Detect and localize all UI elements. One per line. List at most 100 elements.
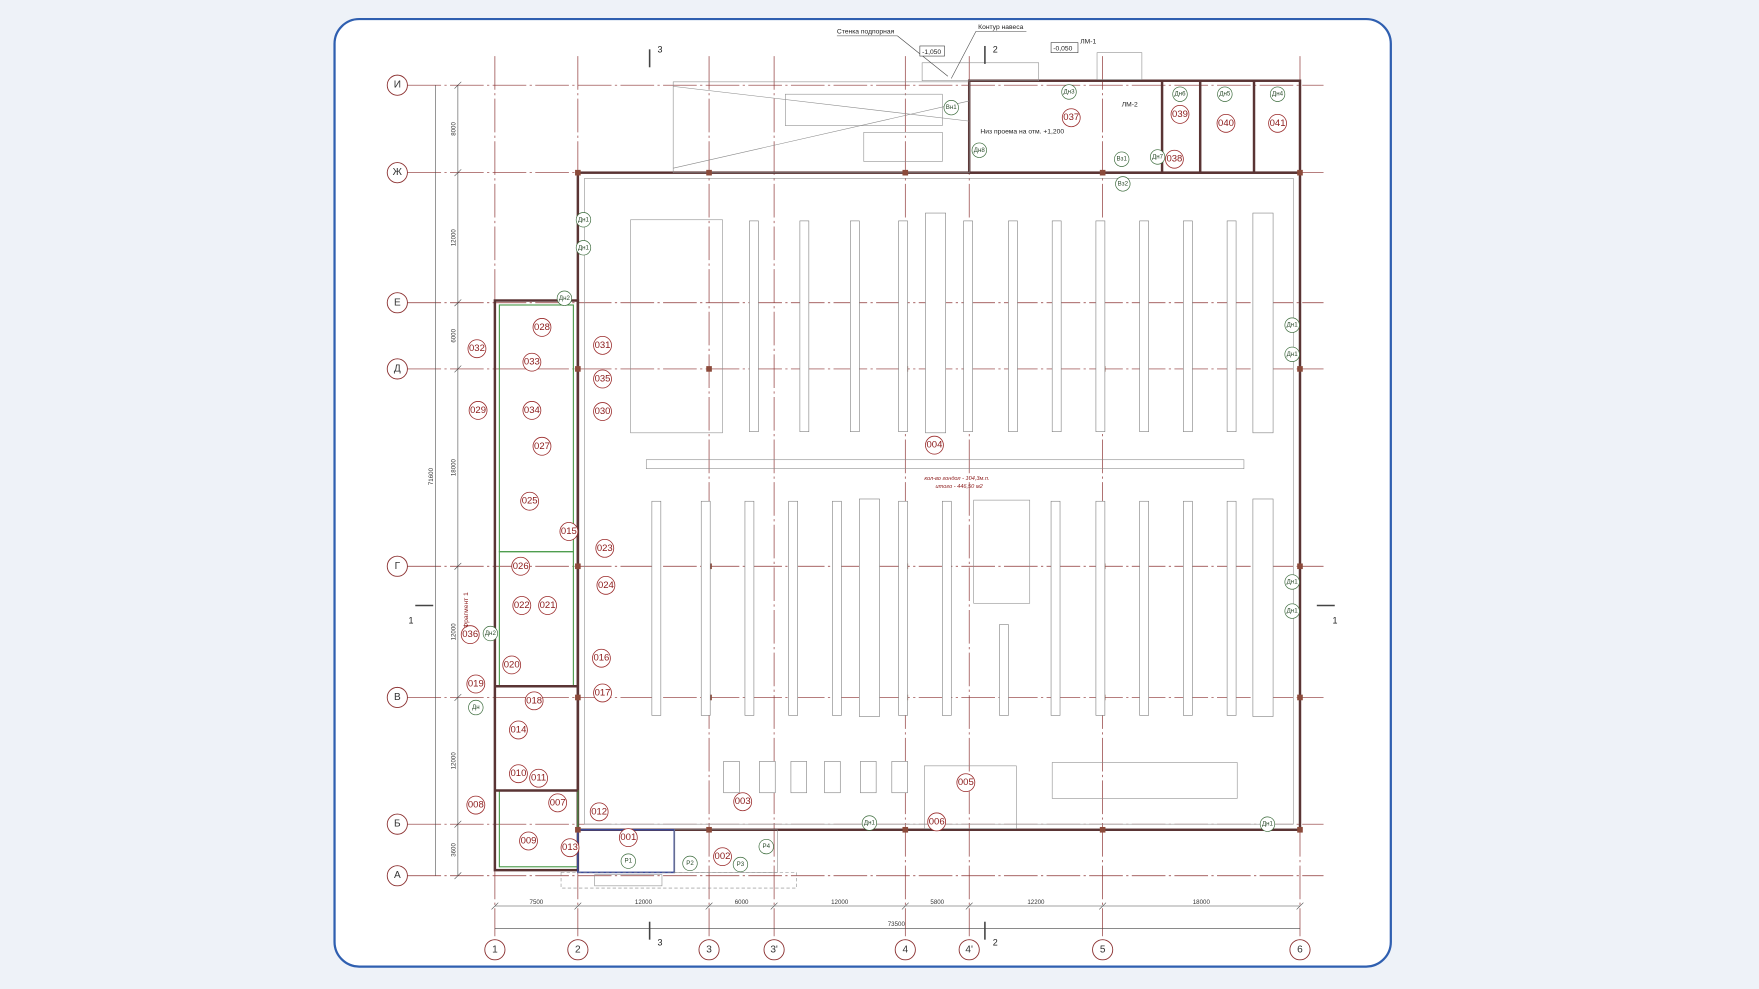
- shelving-rack: [1252, 212, 1274, 434]
- door-tag-label: Дн2: [485, 630, 497, 637]
- column-axis-label: 3': [770, 944, 778, 955]
- shelving-rack: [1226, 220, 1237, 432]
- structural-column: [575, 826, 581, 833]
- structural-column: [1297, 366, 1303, 372]
- room-number-label: 019: [468, 679, 484, 690]
- section-mark-1-left: 1: [409, 615, 414, 625]
- door-tag: Дн1: [1284, 574, 1300, 590]
- door-tag-label: Дн8: [974, 147, 986, 154]
- door-tag-label: Дн5: [1219, 91, 1231, 98]
- room-number: 040: [1216, 113, 1236, 133]
- structural-column: [902, 169, 909, 176]
- structural-column: [1297, 694, 1303, 701]
- level-mark-2: -0,050: [1053, 45, 1072, 52]
- shelving-rack: [1139, 500, 1149, 716]
- column-axis-bubble: 2: [567, 939, 589, 961]
- door-tag-label: Дн1: [1287, 578, 1299, 585]
- room-number-label: 015: [561, 526, 577, 537]
- room-number: 011: [529, 768, 548, 788]
- room-number: 012: [589, 802, 609, 822]
- room-number-label: 009: [521, 835, 537, 846]
- shelving-rack: [1008, 220, 1018, 432]
- door-tag-label: Дн2: [559, 295, 571, 302]
- shelving-rack: [1252, 498, 1274, 717]
- room-number-label: 039: [1172, 109, 1188, 120]
- column-axis-bubble: 5: [1092, 939, 1114, 961]
- shelving-rack: [788, 500, 798, 716]
- room-number-label: 005: [958, 777, 974, 788]
- door-tag-label: Дн1: [578, 216, 590, 223]
- structural-column: [706, 366, 712, 372]
- room-number: 026: [511, 556, 531, 576]
- room-number-label: 040: [1218, 118, 1234, 129]
- retaining-wall-label: Стенка подпорная: [837, 29, 895, 36]
- room-number-label: 003: [735, 796, 751, 807]
- column-axis-bubble: 6: [1289, 939, 1311, 961]
- checkout-counter: [759, 761, 776, 794]
- room-number: 017: [593, 683, 612, 703]
- shelving-rack: [651, 500, 662, 716]
- door-tag-label: Р2: [686, 860, 694, 867]
- row-axis-bubble: Ж: [386, 162, 408, 184]
- door-tag: Дн7: [1149, 149, 1166, 165]
- level-mark-1: -1,050: [922, 49, 941, 56]
- shelving-rack: [700, 500, 711, 716]
- section-mark-1-right: 1: [1333, 615, 1338, 625]
- column-axis-label: 3: [706, 944, 712, 955]
- shelving-rack: [832, 500, 842, 716]
- door-tag: Дн3: [1061, 84, 1077, 100]
- room-number: 032: [467, 339, 487, 359]
- shelving-rack: [963, 220, 973, 432]
- section-mark-3-bottom: 3: [657, 937, 662, 947]
- room-number-label: 007: [550, 797, 566, 808]
- room-number-label: 002: [715, 851, 731, 862]
- horizontal-total-dimension: 73500: [888, 921, 906, 928]
- room-number: 018: [524, 691, 544, 711]
- shelving-rack: [859, 498, 880, 717]
- door-tag-label: Дн4: [1272, 91, 1284, 98]
- room-number-label: 036: [462, 629, 478, 640]
- row-axis-label: Е: [394, 297, 401, 308]
- structural-column: [1297, 826, 1303, 833]
- horizontal-dimension: 5800: [930, 899, 944, 906]
- shelving-rack: [744, 500, 755, 716]
- door-tag-label: Р1: [625, 858, 633, 865]
- vertical-dimension: 6000: [451, 328, 458, 342]
- door-tag: Дн1: [1284, 346, 1300, 362]
- room-number-label: 027: [534, 441, 550, 452]
- door-tag: Дн2: [556, 290, 573, 306]
- room-number: 039: [1170, 105, 1190, 124]
- door-tag: Дн1: [861, 815, 878, 831]
- room-number-label: 017: [595, 687, 611, 698]
- shelving-rack: [1051, 220, 1062, 432]
- horizontal-dimension: 7500: [530, 899, 544, 906]
- row-axis-label: И: [394, 80, 401, 91]
- stair-lm2-label: ЛМ-2: [1122, 102, 1138, 109]
- room-number-label: 034: [524, 405, 541, 416]
- room-number-label: 023: [597, 543, 613, 554]
- column-axis-bubble: 4: [894, 939, 916, 961]
- room-number-label: 012: [591, 806, 607, 817]
- door-tag: Дн: [468, 699, 484, 716]
- room-number: 030: [593, 402, 612, 421]
- checkout-counter: [860, 761, 877, 794]
- room-number: 036: [460, 625, 480, 645]
- room-number-label: 008: [468, 800, 484, 811]
- door-tag: Вн1: [943, 100, 959, 116]
- checkout-counter: [824, 761, 841, 794]
- room-number: 025: [520, 491, 540, 511]
- door-tag: Дн1: [1259, 816, 1276, 832]
- vertical-dimension: 8000: [451, 122, 458, 136]
- room-number-label: 010: [510, 768, 526, 779]
- room-number: 006: [927, 812, 947, 832]
- column-axis-label: 2: [575, 944, 581, 955]
- door-tag-label: Дн1: [1287, 608, 1299, 615]
- room-number-label: 041: [1270, 118, 1286, 129]
- row-axis-label: В: [394, 692, 401, 703]
- room-number: 013: [560, 838, 580, 858]
- room-number: 022: [512, 596, 532, 615]
- column-axis-label: 1: [492, 944, 498, 955]
- door-tag-label: Дн7: [1152, 153, 1164, 160]
- drawing-frame: [333, 17, 1392, 968]
